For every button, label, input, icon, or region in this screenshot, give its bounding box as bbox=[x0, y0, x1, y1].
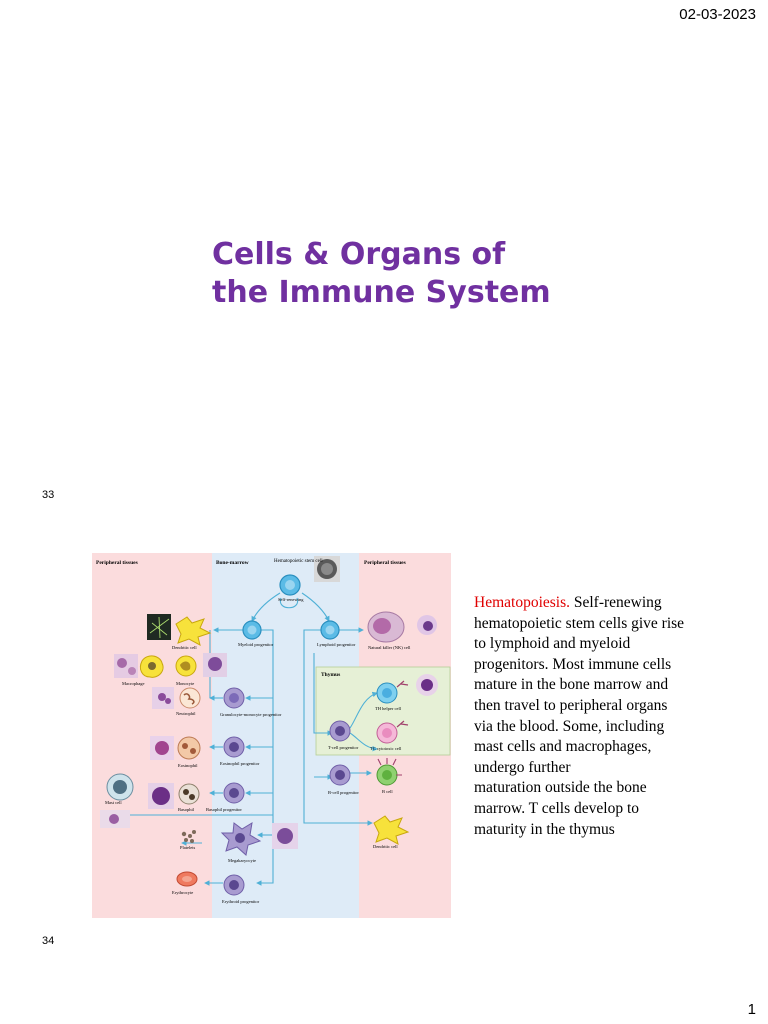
caption-line: maturity in the thymus bbox=[474, 820, 615, 838]
caption-line: to lymphoid and myeloid bbox=[474, 635, 631, 653]
marrow-region-label: Bone-marrow bbox=[216, 560, 249, 566]
diagram-label: Dendritic cell bbox=[373, 844, 398, 849]
diagram-label: Megakaryocyte bbox=[228, 858, 256, 863]
diagram-label: Self-renewing bbox=[278, 597, 304, 602]
caption-line: mature in the bone marrow and bbox=[474, 676, 669, 694]
caption-line: mast cells and macrophages, bbox=[474, 738, 652, 756]
diagram-label: Basophil progenitor bbox=[206, 807, 242, 812]
diagram-label: Lymphoid progenitor bbox=[317, 642, 356, 647]
caption-line: undergo further bbox=[474, 758, 571, 776]
diagram-label: Platelets bbox=[180, 845, 195, 850]
caption-line: then travel to peripheral organs bbox=[474, 696, 668, 714]
diagram-label: Dendritic cell bbox=[172, 645, 197, 650]
left-region bbox=[92, 553, 212, 918]
diagram-label: Neutrophil bbox=[176, 711, 196, 716]
caption-highlight: Hematopoiesis. bbox=[474, 594, 570, 611]
diagram-label: Erythroid progenitor bbox=[222, 899, 260, 904]
diagram-label: Erythrocyte bbox=[172, 890, 193, 895]
left-region-label: Peripheral tissues bbox=[96, 560, 138, 566]
right-region-label: Peripheral tissues bbox=[364, 560, 406, 566]
slide-title: Cells & Organs of the Immune System bbox=[212, 237, 551, 310]
dendritic-cell-left bbox=[175, 616, 212, 646]
diagram-label: Natural killer (NK) cell bbox=[368, 645, 411, 650]
caption-line: hematopoietic stem cells give rise bbox=[474, 614, 685, 632]
diagram-label: Basophil bbox=[178, 807, 195, 812]
diagram-label: TC cytotoxic cell bbox=[370, 746, 402, 751]
slide-number: 33 bbox=[42, 489, 55, 501]
diagram-label: Eosinophil bbox=[178, 763, 198, 768]
caption-line: Self-renewing bbox=[573, 594, 662, 611]
hematopoiesis-diagram: Peripheral tissues Bone-marrow Periphera… bbox=[92, 553, 451, 918]
diagram-label: Monocyte bbox=[176, 681, 194, 686]
diagram-label: T-cell progenitor bbox=[328, 745, 359, 750]
diagram-label: B cell bbox=[382, 789, 393, 794]
diagram-label: Myeloid progenitor bbox=[238, 642, 274, 647]
basophil bbox=[178, 783, 200, 805]
caption-line: progenitors. Most immune cells bbox=[474, 655, 672, 673]
diagram-label: Granulocyte-monocyte progenitor bbox=[220, 712, 282, 717]
diagram-label: Hematopoietic stem cell bbox=[274, 559, 323, 564]
header-date: 02-03-2023 bbox=[679, 6, 756, 23]
page-number: 1 bbox=[747, 1001, 756, 1018]
slide-number: 34 bbox=[42, 935, 55, 947]
diagram-label: Eosinophil progenitor bbox=[220, 761, 260, 766]
diagram-label: B-cell progenitor bbox=[328, 790, 359, 795]
diagram-label: Mast cell bbox=[105, 800, 122, 805]
caption-line: maturation outside the bone bbox=[474, 779, 647, 797]
eosinophil bbox=[177, 736, 201, 760]
diagram-label: TH helper cell bbox=[375, 706, 402, 711]
caption-line: marrow. T cells develop to bbox=[474, 799, 640, 817]
thymus-label: Thymus bbox=[321, 672, 340, 678]
slide-caption: Hematopoiesis. Self-renewing hematopoieti… bbox=[474, 593, 724, 840]
diagram-label: Macrophage bbox=[122, 681, 145, 686]
caption-line: via the blood. Some, including bbox=[474, 717, 665, 735]
dendritic-cell-right bbox=[373, 815, 410, 845]
